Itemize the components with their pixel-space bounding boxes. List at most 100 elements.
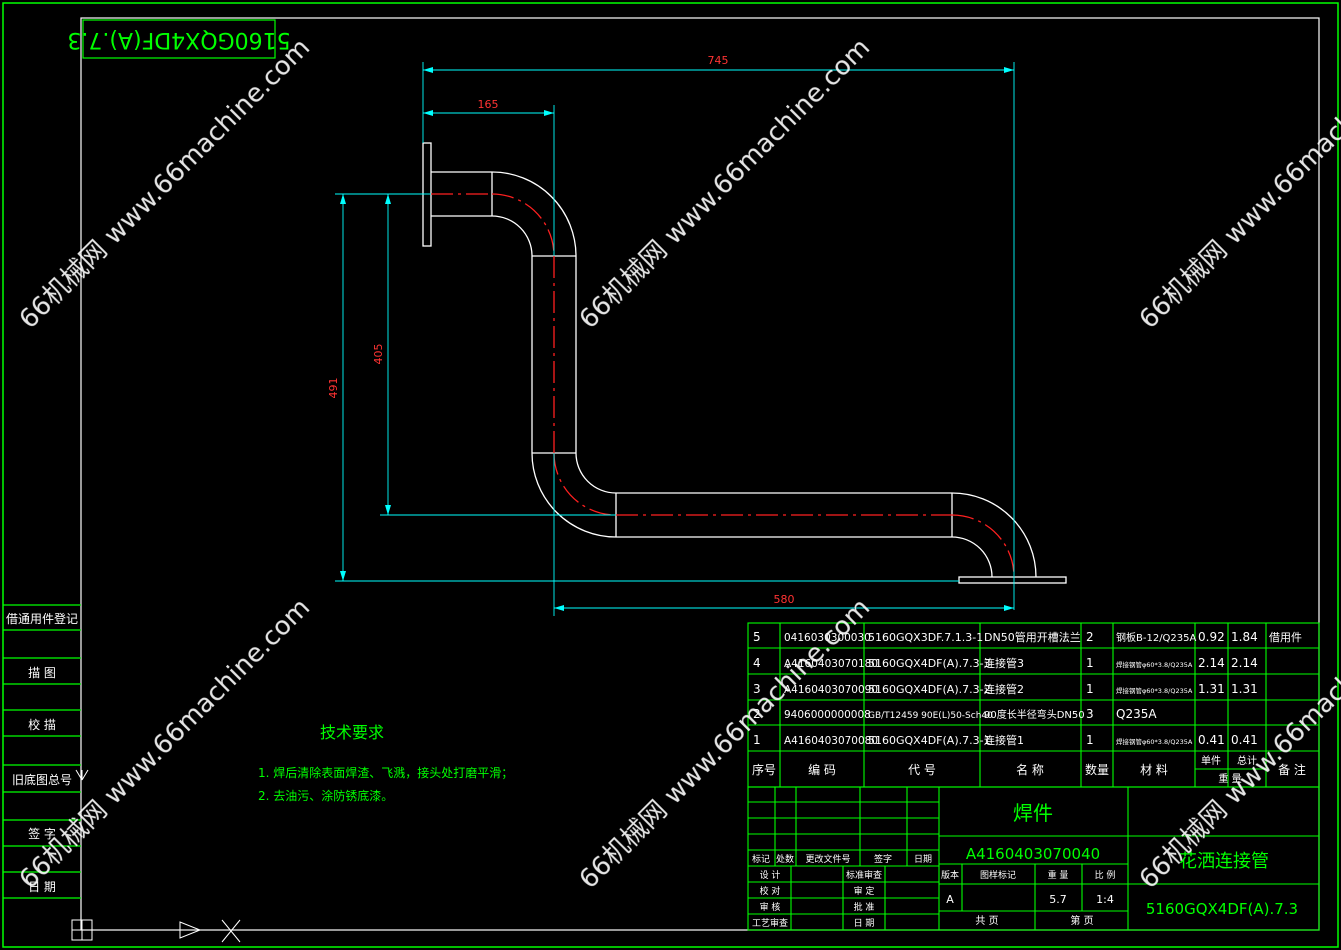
centerlines <box>431 193 1015 578</box>
bom-row: 5 0416030300030 5160GQX3DF.7.1.3-1 DN50管… <box>753 630 1302 644</box>
bom-row: 3 A4160403070090 5160GQX4DF(A).7.3-2 连接管… <box>753 682 1258 696</box>
side-label-6: 日 期 <box>28 880 56 894</box>
rev-label: 处数 <box>776 853 794 865</box>
role-label: 工艺审查 <box>752 917 788 929</box>
bom-cell: 借用件 <box>1269 631 1302 644</box>
rev-label: 标记 <box>752 853 770 865</box>
bom-cell: 4 <box>753 656 761 670</box>
bom-row: 4 A4160403070180 5160GQX4DF(A).7.3-3 连接管… <box>753 656 1258 670</box>
side-label-2: 描 图 <box>28 666 56 680</box>
flange-top <box>422 142 432 247</box>
side-panel <box>3 604 81 899</box>
bom-header-cell: 数量 <box>1085 762 1109 777</box>
scale-value: 1:4 <box>1096 893 1114 906</box>
mark-label: 图样标记 <box>980 869 1016 881</box>
bom-cell: Q235A <box>1116 707 1157 721</box>
bom-cell: A4160403070180 <box>784 658 878 670</box>
role-label-2: 日 期 <box>854 918 875 929</box>
bom-cell: 1 <box>753 733 761 747</box>
bom-header-weight: 重 量 <box>1218 772 1241 785</box>
tech-req-item-1: 1. 焊后清除表面焊渣、飞溅，接头处打磨平滑； <box>258 765 513 780</box>
bom-cell: 连接管3 <box>984 656 1024 670</box>
dim-405: 405 <box>372 344 385 365</box>
bom-header: 序号 编 码 代 号 名 称 数量 材 料 单件 总计 重 量 备 注 <box>752 754 1306 785</box>
drawing-number-mirrored: 5160GQX4DF(A).7.3 <box>67 27 290 52</box>
role-label: 设 计 <box>760 869 781 881</box>
bom-cell: 焊接钢管φ60*3.8/Q235A <box>1116 737 1193 746</box>
bom-cell: 5160GQX4DF(A).7.3-2 <box>868 683 991 696</box>
bom-cell: 5160GQX4DF(A).7.3-1 <box>868 734 991 747</box>
bom-header-cell: 材 料 <box>1140 763 1168 777</box>
bom-cell: 焊接钢管φ60*3.8/Q235A <box>1116 660 1193 669</box>
bom-cell: 钢板B-12/Q235A <box>1116 631 1197 644</box>
rev-label: 签字 <box>874 853 892 865</box>
bom-row: 1 A4160403070080 5160GQX4DF(A).7.3-1 连接管… <box>753 733 1258 747</box>
title-block-text: 标记 处数 更改文件号 签字 日期 设 计 校 对 审 核 工艺审查 标准审查 … <box>752 801 1298 929</box>
role-label-2: 审 定 <box>854 885 875 897</box>
bom-cell: 0.92 <box>1198 630 1225 644</box>
cross-marker-icon <box>221 919 241 943</box>
rev-label: 更改文件号 <box>805 853 850 865</box>
role-label: 审 核 <box>760 901 781 913</box>
rev-label: 日期 <box>914 854 932 865</box>
bom-cell: 连接管1 <box>984 733 1024 747</box>
bom-cell: 1 <box>1086 656 1094 670</box>
dimension-lines <box>335 62 1015 616</box>
arrow-marker-icon <box>179 921 214 939</box>
side-label-1: 借通用件登记 <box>6 611 78 626</box>
bom-cell: 5160GQX4DF(A).7.3-3 <box>868 657 991 670</box>
dim-491: 491 <box>327 378 340 399</box>
bom-cell: 2.14 <box>1198 656 1225 670</box>
title-block-grid <box>747 786 1320 931</box>
bom-cell: 3 <box>1086 707 1094 721</box>
bom-table-grid <box>747 622 1320 788</box>
bom-cell: 1.31 <box>1231 682 1258 696</box>
sheet-number: 第 页 <box>1070 914 1093 927</box>
bom-header-cell: 编 码 <box>808 762 836 777</box>
bom-header-cell: 代 号 <box>908 763 936 777</box>
bom-cell: 1 <box>1086 733 1094 747</box>
watermark-2: 66机械网 www.66machine.com <box>574 33 876 335</box>
bom-cell: 90度长半径弯头DN50 <box>984 708 1085 721</box>
sheets-total: 共 页 <box>975 915 998 927</box>
side-label-5: 签 字 <box>28 826 56 841</box>
drawing-number: 5160GQX4DF(A).7.3 <box>1146 900 1298 918</box>
side-label-4: 旧底图总号 <box>12 772 72 787</box>
role-label-2: 批 准 <box>854 901 875 913</box>
dim-745: 745 <box>708 54 729 67</box>
weight-value: 5.7 <box>1049 893 1067 906</box>
dim-165: 165 <box>478 98 499 111</box>
bom-cell: 9406000000008 <box>784 709 871 721</box>
bom-header-cell: 总计 <box>1237 754 1257 767</box>
watermark-4: 66机械网 www.66machine.com <box>14 593 316 895</box>
part-name: 花洒连接管 <box>1179 851 1269 872</box>
bom-cell: 2 <box>1086 630 1094 644</box>
bom-cell: 1.31 <box>1198 682 1225 696</box>
scale-label: 比 例 <box>1095 869 1116 881</box>
bom-cell: 1.84 <box>1231 630 1258 644</box>
bom-cell: 0416030300030 <box>784 632 871 644</box>
bom-cell: 3 <box>753 682 761 696</box>
drawing-number-box: 5160GQX4DF(A).7.3 <box>67 19 291 59</box>
ucs-icon <box>71 769 93 941</box>
bom-cell: 0.41 <box>1198 733 1225 747</box>
inner-frame <box>80 17 1320 931</box>
role-label-2: 标准审查 <box>846 869 882 881</box>
watermark-3: 66机械网 www.66machine.com <box>1134 33 1341 335</box>
bom-cell: 焊接钢管φ60*3.8/Q235A <box>1116 686 1193 695</box>
bom-cell: A4160403070090 <box>784 684 878 696</box>
stage-value: A <box>946 893 954 906</box>
watermark-1: 66机械网 www.66machine.com <box>14 33 316 335</box>
side-label-3: 校 描 <box>28 717 56 732</box>
flange-bottom <box>958 576 1067 584</box>
bom-cell: DN50管用开槽法兰 <box>984 630 1081 644</box>
part-code: A4160403070040 <box>966 845 1100 863</box>
part-type: 焊件 <box>1013 801 1053 825</box>
bom-header-cell: 单件 <box>1201 755 1221 767</box>
dim-580: 580 <box>774 593 795 606</box>
bom-rows: 5 0416030300030 5160GQX3DF.7.1.3-1 DN50管… <box>753 630 1302 747</box>
tech-req-title: 技术要求 <box>320 723 384 742</box>
stage-label: 版本 <box>941 869 959 881</box>
bom-header-cell: 名 称 <box>1016 762 1044 777</box>
